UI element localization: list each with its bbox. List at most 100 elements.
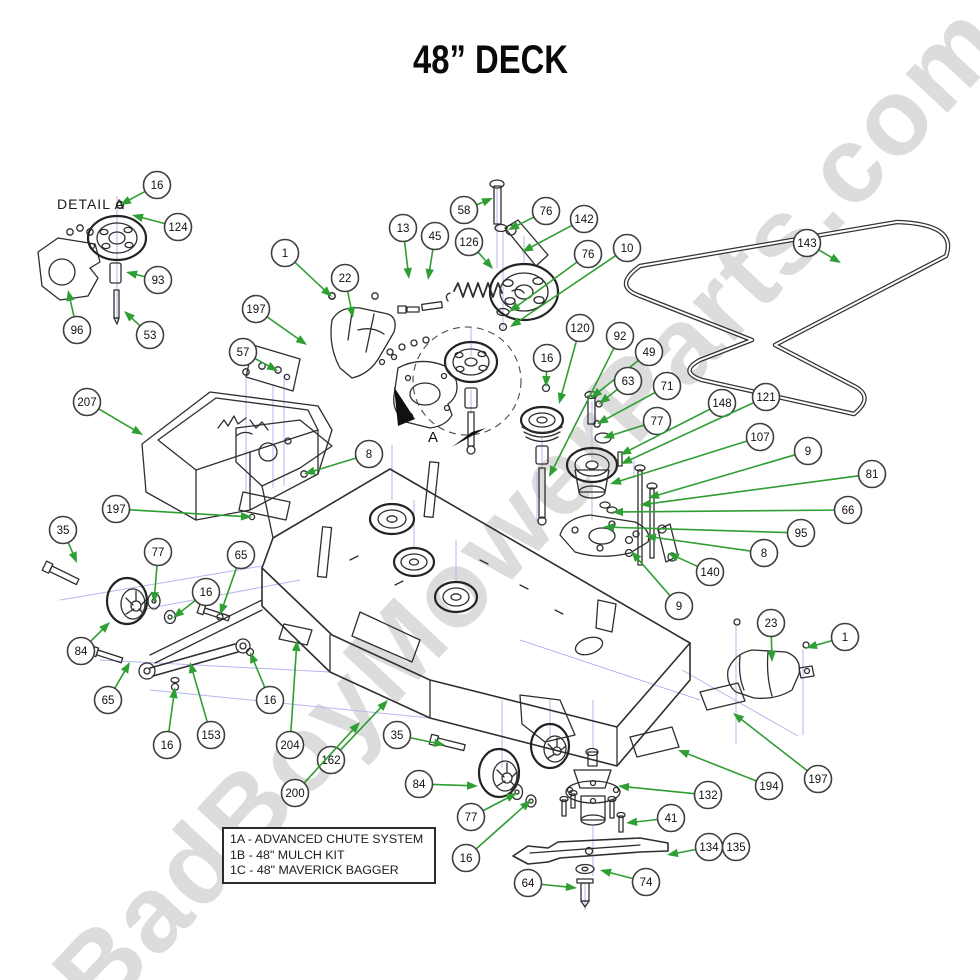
callout-1[interactable]: 1: [806, 622, 860, 652]
callout-76[interactable]: 76: [508, 196, 561, 231]
callout-balloon[interactable]: [513, 868, 543, 898]
callout-balloon[interactable]: [569, 204, 599, 234]
callout-balloon[interactable]: [191, 577, 221, 607]
callout-balloon[interactable]: [226, 540, 256, 570]
callout-balloon[interactable]: [66, 636, 96, 666]
callout-balloon[interactable]: [756, 608, 786, 638]
callout-63[interactable]: 63: [599, 366, 643, 405]
callout-balloon[interactable]: [404, 769, 434, 799]
callout-65[interactable]: 65: [219, 540, 256, 616]
callout-balloon[interactable]: [152, 730, 182, 760]
callout-120[interactable]: 120: [557, 313, 595, 405]
callout-balloon[interactable]: [388, 213, 418, 243]
callout-balloon[interactable]: [48, 515, 78, 545]
callout-balloon[interactable]: [754, 771, 784, 801]
callout-balloon[interactable]: [316, 745, 346, 775]
callout-balloon[interactable]: [330, 263, 360, 293]
callout-balloon[interactable]: [449, 195, 479, 225]
callout-balloon[interactable]: [454, 227, 484, 257]
callout-balloon[interactable]: [532, 343, 562, 373]
callout-92[interactable]: 92: [549, 321, 635, 478]
callout-77[interactable]: 77: [143, 537, 173, 604]
callout-35[interactable]: 35: [382, 720, 446, 750]
callout-balloon[interactable]: [531, 196, 561, 226]
callout-balloon[interactable]: [142, 170, 172, 200]
callout-35[interactable]: 35: [48, 515, 78, 564]
callout-200[interactable]: 200: [280, 722, 361, 808]
callout-95[interactable]: 95: [603, 518, 816, 548]
callout-8[interactable]: 8: [304, 439, 384, 475]
callout-balloon[interactable]: [656, 803, 686, 833]
callout-142[interactable]: 142: [522, 204, 599, 253]
callout-balloon[interactable]: [664, 591, 694, 621]
callout-balloon[interactable]: [93, 685, 123, 715]
callout-balloon[interactable]: [605, 321, 635, 351]
callout-77[interactable]: 77: [603, 406, 672, 439]
callout-balloon[interactable]: [652, 371, 682, 401]
callout-23[interactable]: 23: [756, 608, 786, 663]
callout-132[interactable]: 132: [618, 780, 723, 810]
callout-16[interactable]: 16: [532, 343, 562, 388]
callout-9[interactable]: 9: [648, 436, 823, 499]
callout-96[interactable]: 96: [62, 290, 92, 345]
callout-22[interactable]: 22: [330, 263, 360, 319]
callout-16[interactable]: 16: [451, 800, 532, 873]
callout-13[interactable]: 13: [388, 213, 418, 280]
callout-16[interactable]: 16: [173, 577, 221, 619]
callout-124[interactable]: 124: [132, 212, 193, 242]
callout-balloon[interactable]: [833, 495, 863, 525]
callout-84[interactable]: 84: [66, 622, 111, 666]
callout-balloon[interactable]: [241, 294, 271, 324]
callout-balloon[interactable]: [612, 233, 642, 263]
callout-134[interactable]: 134: [667, 832, 724, 862]
callout-balloon[interactable]: [135, 320, 165, 350]
callout-84[interactable]: 84: [404, 769, 479, 799]
callout-10[interactable]: 10: [510, 233, 642, 328]
callout-76[interactable]: 76: [509, 239, 603, 313]
callout-71[interactable]: 71: [597, 371, 682, 425]
callout-balloon[interactable]: [695, 557, 725, 587]
callout-balloon[interactable]: [857, 459, 887, 489]
callout-balloon[interactable]: [565, 313, 595, 343]
callout-balloon[interactable]: [62, 315, 92, 345]
callout-204[interactable]: 204: [275, 640, 305, 760]
callout-107[interactable]: 107: [610, 422, 775, 485]
callout-balloon[interactable]: [163, 212, 193, 242]
callout-153[interactable]: 153: [189, 662, 226, 750]
callout-balloon[interactable]: [270, 238, 300, 268]
callout-balloon[interactable]: [382, 720, 412, 750]
callout-53[interactable]: 53: [124, 311, 165, 350]
callout-135[interactable]: 135: [721, 832, 751, 862]
callout-balloon[interactable]: [275, 730, 305, 760]
callout-balloon[interactable]: [803, 764, 833, 794]
callout-balloon[interactable]: [143, 265, 173, 295]
callout-77[interactable]: 77: [456, 793, 518, 832]
callout-65[interactable]: 65: [93, 662, 131, 715]
callout-64[interactable]: 64: [513, 868, 578, 898]
callout-balloon[interactable]: [721, 832, 751, 862]
callout-162[interactable]: 162: [316, 700, 389, 775]
callout-balloon[interactable]: [420, 221, 450, 251]
callout-balloon[interactable]: [631, 867, 661, 897]
callout-194[interactable]: 194: [678, 750, 784, 801]
callout-121[interactable]: 121: [621, 382, 781, 465]
callout-balloon[interactable]: [749, 538, 779, 568]
callout-57[interactable]: 57: [228, 337, 279, 372]
callout-8[interactable]: 8: [645, 533, 779, 568]
callout-16[interactable]: 16: [250, 652, 285, 715]
callout-balloon[interactable]: [143, 537, 173, 567]
callout-balloon[interactable]: [613, 366, 643, 396]
callout-balloon[interactable]: [745, 422, 775, 452]
callout-balloon[interactable]: [792, 228, 822, 258]
callout-balloon[interactable]: [101, 494, 131, 524]
callout-126[interactable]: 126: [454, 227, 494, 270]
callout-58[interactable]: 58: [449, 195, 494, 225]
callout-66[interactable]: 66: [612, 495, 863, 525]
callout-140[interactable]: 140: [668, 553, 725, 587]
callout-balloon[interactable]: [196, 720, 226, 750]
callout-41[interactable]: 41: [626, 803, 686, 833]
callout-balloon[interactable]: [642, 406, 672, 436]
callout-balloon[interactable]: [786, 518, 816, 548]
callout-balloon[interactable]: [573, 239, 603, 269]
callout-197[interactable]: 197: [733, 713, 833, 794]
